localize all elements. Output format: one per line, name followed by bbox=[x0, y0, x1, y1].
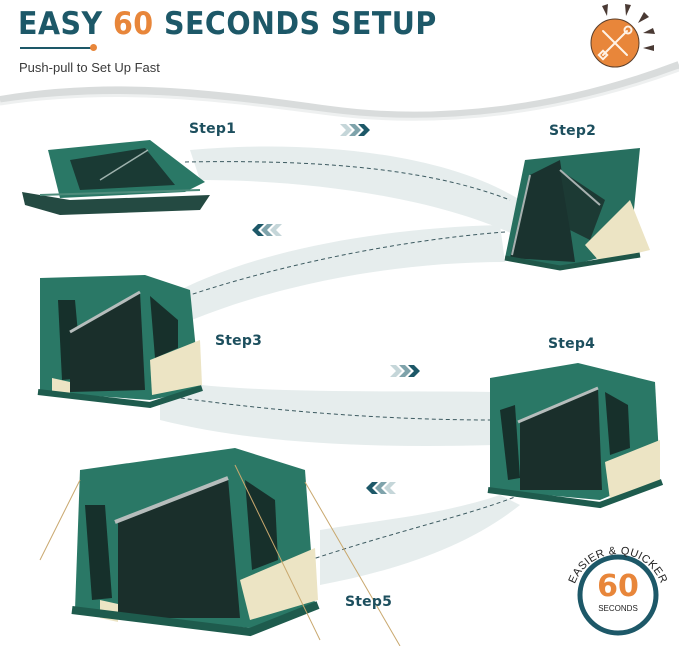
header-swoosh bbox=[0, 61, 679, 120]
step3-label: Step3 bbox=[215, 333, 263, 349]
step5-label: Step5 bbox=[345, 594, 393, 610]
tent-step2-image bbox=[504, 148, 650, 271]
subtitle: Push-pull to Set Up Fast bbox=[19, 60, 160, 75]
step1-label: Step1 bbox=[189, 121, 237, 137]
chevron-left-icon bbox=[252, 224, 282, 236]
title-underline-dot bbox=[90, 44, 97, 51]
title-underline bbox=[20, 47, 92, 49]
title-accent-number: 60 bbox=[112, 6, 154, 42]
tent-step5-image bbox=[39, 448, 401, 646]
path-band-1-2 bbox=[190, 146, 520, 235]
path-band-4-5 bbox=[320, 495, 520, 585]
tent-step3-image bbox=[37, 275, 203, 409]
chevron-left-icon bbox=[366, 482, 396, 494]
path-band-3-4 bbox=[160, 380, 495, 446]
chevron-right-icon bbox=[340, 124, 370, 136]
badge-number: 60 bbox=[597, 569, 639, 604]
dashed-path bbox=[159, 161, 521, 561]
badge-unit: SECONDS bbox=[598, 604, 638, 613]
title-part2: SECONDS SETUP bbox=[163, 6, 437, 42]
title-part1: EASY bbox=[18, 6, 103, 42]
chevron-right-icon bbox=[390, 365, 420, 377]
step2-label: Step2 bbox=[549, 123, 597, 139]
tent-step1-image bbox=[22, 140, 210, 215]
path-band-2-3 bbox=[180, 225, 505, 325]
step4-label: Step4 bbox=[548, 336, 596, 352]
tent-step4-image bbox=[487, 363, 664, 509]
tools-icon bbox=[590, 4, 655, 68]
page-title: EASY 60 SECONDS SETUP bbox=[18, 6, 437, 42]
